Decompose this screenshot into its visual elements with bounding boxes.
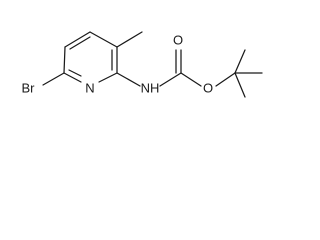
bond-c6-c5-double: [69, 36, 91, 50]
atom-label-ester-oxygen: O: [203, 81, 213, 96]
pyridine-ring: [63, 31, 118, 83]
atom-label-bromine: Br: [22, 81, 36, 96]
chemical-structure: Br N NH O O: [22, 31, 263, 98]
bond-n-c2: [63, 72, 82, 83]
bond-c2-c6: [63, 46, 66, 74]
bond-methyl: [116, 31, 143, 48]
bond-nh-carbonyl-c: [159, 72, 182, 87]
atom-label-amide-nh: NH: [141, 81, 160, 96]
bond-n-c2-double: [68, 69, 82, 77]
bond-tbu-methyl-top: [234, 49, 246, 74]
bond-c3-n: [98, 72, 118, 83]
bond-c5-c4: [89, 31, 118, 48]
bond-ester-o-tbu: [215, 72, 236, 87]
atom-label-carbonyl-oxygen: O: [173, 33, 183, 48]
atom-label-ring-nitrogen: N: [85, 81, 94, 96]
bond-c6-c5: [64, 31, 91, 48]
bond-carbonyl-c-ester-o: [180, 72, 202, 87]
bond-tbu-methyl-bottom: [234, 72, 246, 98]
bond-c3-nh: [116, 72, 141, 87]
bond-c2-br: [42, 72, 65, 86]
